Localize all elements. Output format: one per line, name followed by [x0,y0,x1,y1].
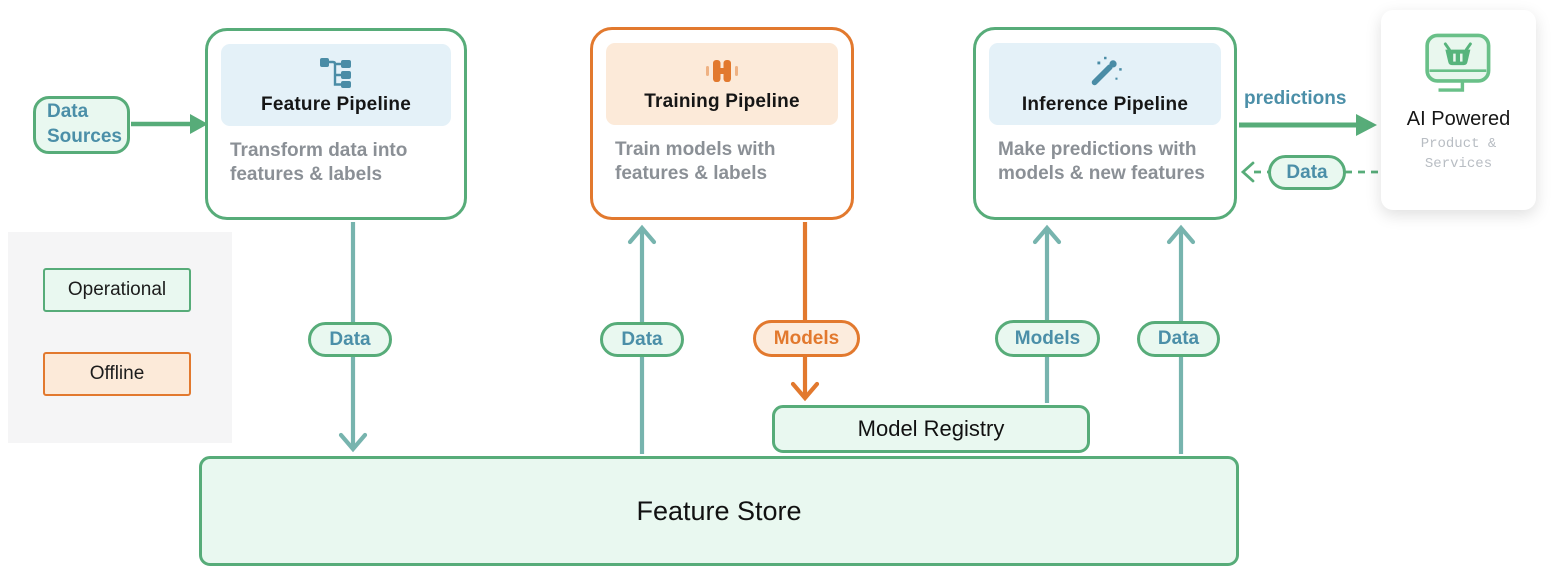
data-pill-store-to-inference: Data [1137,321,1220,357]
training-pipeline-header: Training Pipeline [606,43,838,125]
dumbbell-icon [706,59,738,82]
training-pipeline-description: Train models with features & labels [615,139,776,185]
legend-offline-item: Offline [43,352,191,396]
feature-pipeline-node: Feature Pipeline Transform data into fea… [205,28,467,220]
feature-store-label: Feature Store [636,495,802,526]
data-sources-label: Data Sources [47,101,122,147]
data-pill-feature-to-store: Data [308,322,392,357]
feature-pipeline-header: Feature Pipeline [221,44,451,126]
legend-panel: Operational Offline [8,232,232,443]
data-pill-store-to-training: Data [600,322,684,357]
inference-pipeline-title: Inference Pipeline [1021,93,1189,115]
training-pipeline-title: Training Pipeline [644,90,800,112]
wand-icon [1091,56,1122,85]
models-pill-training-to-registry: Models [753,320,860,357]
feature-pipeline-title: Feature Pipeline [261,93,411,115]
arrow-inference-to-product [1239,114,1377,136]
models-pill-registry-to-inference: Models [995,320,1100,357]
model-registry-label: Model Registry [857,416,1005,441]
training-pipeline-node: Training Pipeline Train models with feat… [590,27,854,220]
inference-pipeline-description: Make predictions with models & new featu… [998,139,1205,185]
monitor-basket-icon [1424,33,1490,92]
arrow-training-to-registry [790,222,820,402]
feature-pipeline-description: Transform data into features & labels [230,140,408,186]
data-sources-node: Data Sources [33,96,130,154]
inference-pipeline-header: Inference Pipeline [989,43,1221,125]
legend-operational-item: Operational [43,268,191,312]
ai-product-title: AI Powered [1406,108,1511,130]
ai-product-subtitle: Product & Services [1420,136,1497,172]
data-pill-product-to-inference: Data [1268,155,1346,190]
feature-store-node: Feature Store [199,456,1239,566]
ai-product-card: AI Powered Product & Services [1381,10,1536,210]
model-registry-node: Model Registry [772,405,1090,453]
arrow-datasources-to-feature [131,114,208,134]
tree-icon [320,57,351,88]
inference-pipeline-node: Inference Pipeline Make predictions with… [973,27,1237,220]
arrow-registry-to-inference [1032,224,1062,403]
predictions-flow-label: predictions [1244,88,1347,109]
